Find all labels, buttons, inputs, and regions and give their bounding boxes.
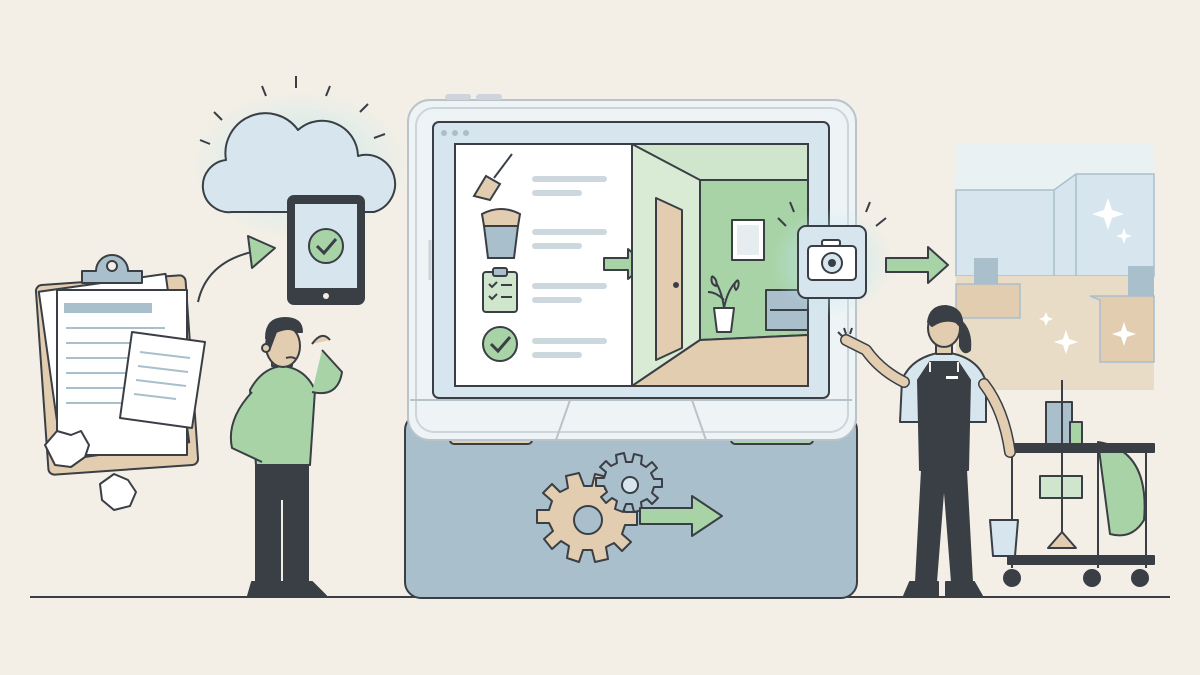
- arrow-right-icon: [885, 246, 949, 284]
- bucket-icon: [480, 208, 522, 259]
- arrow-right-icon: [639, 495, 723, 537]
- checklist-lines: [532, 176, 607, 358]
- arrow-head: [247, 235, 276, 269]
- tablet-check-icon: [287, 195, 365, 305]
- checkmark-icon: [482, 326, 518, 362]
- cleaning-cart-icon: [989, 380, 1155, 587]
- gear-icon: [595, 452, 663, 513]
- camera-icon: [797, 225, 867, 299]
- sparkle-icon: [1039, 198, 1136, 354]
- loose-paper: [119, 331, 206, 429]
- person-cleaner: [837, 305, 1016, 597]
- clean-office: [955, 144, 1155, 390]
- cloud-rays: [199, 76, 386, 145]
- crumpled-paper-icon: [44, 430, 137, 511]
- cloud-icon: [201, 112, 397, 214]
- checklist-icon: [482, 267, 518, 313]
- room-view: [631, 143, 809, 387]
- person-confused: [229, 317, 343, 597]
- mop-icon: [472, 153, 513, 202]
- machine-grid: [410, 399, 852, 441]
- machine-base: [404, 413, 858, 599]
- camera-rays: [777, 201, 887, 227]
